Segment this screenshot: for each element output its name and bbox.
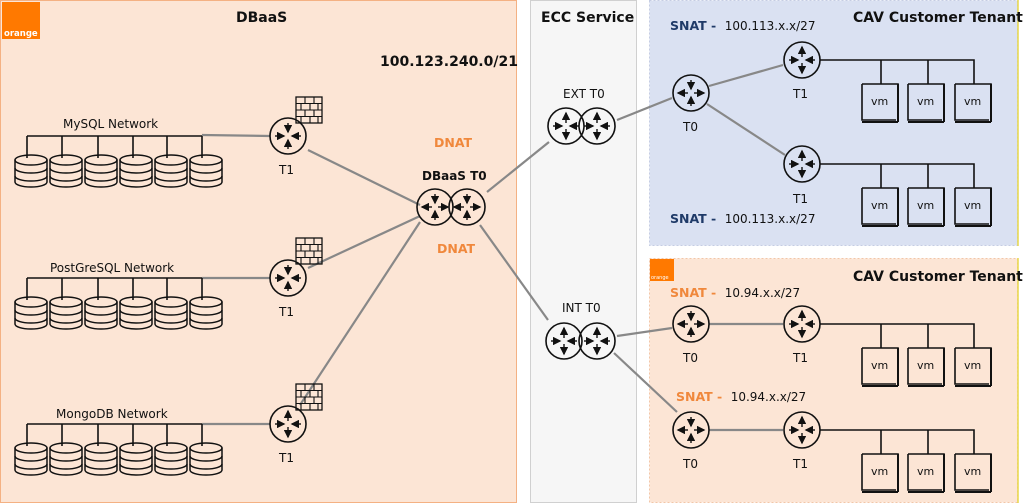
- tenant-bottom-t1-label-1: T1: [792, 351, 808, 365]
- dnat-top-label: DNAT: [434, 135, 473, 150]
- mongodb-t1-label: T1: [278, 451, 294, 465]
- vm-label: vm: [964, 359, 981, 372]
- dnat-bottom-label: DNAT: [437, 241, 476, 256]
- ecc-service-panel: [530, 0, 637, 503]
- orange-logo-tenant: orange: [650, 259, 674, 281]
- vm-label: vm: [871, 359, 888, 372]
- mongodb-network-label: MongoDB Network: [56, 407, 168, 421]
- ecc-title: ECC Service: [541, 10, 634, 26]
- vm-label: vm: [964, 465, 981, 478]
- vm-label: vm: [917, 199, 934, 212]
- tenant-top-t1-label-2: T1: [792, 192, 808, 206]
- svg-text:orange: orange: [651, 275, 669, 281]
- vm-label: vm: [917, 359, 934, 372]
- mongodb-network: MongoDB Network: [14, 407, 223, 476]
- dbaas-subnet: 100.123.240.0/21: [380, 54, 518, 70]
- links: [201, 63, 786, 432]
- mysql-network-label: MySQL Network: [63, 117, 158, 131]
- mysql-network: MySQL Network: [14, 117, 223, 188]
- dbaas-t0-label: DBaaS T0: [422, 169, 487, 183]
- int-t0-label: INT T0: [562, 301, 601, 315]
- dbaas-title: DBaaS: [236, 10, 287, 26]
- vm-label: vm: [964, 199, 981, 212]
- tenant-top-t1-label-1: T1: [792, 87, 808, 101]
- tenant-bottom-t1-label-2: T1: [792, 457, 808, 471]
- tenant-bottom-t0-label-2: T0: [682, 457, 698, 471]
- tenant-bottom-t0-label-1: T0: [682, 351, 698, 365]
- tenant-top-title: CAV Customer Tenant: [853, 10, 1023, 26]
- tenant-top-snat-1: SNAT - 100.113.x.x/27: [670, 17, 815, 34]
- tenant-top-t0-label: T0: [682, 120, 698, 134]
- orange-logo: orange: [2, 2, 40, 39]
- svg-text:orange: orange: [4, 29, 38, 39]
- tenant-top-snat-2: SNAT - 100.113.x.x/27: [670, 210, 815, 227]
- ext-t0-label: EXT T0: [563, 87, 605, 101]
- tenant-bottom-snat-1: SNAT - 10.94.x.x/27: [670, 284, 800, 301]
- vm-label: vm: [917, 95, 934, 108]
- tenant-bottom-snat-2: SNAT - 10.94.x.x/27: [676, 388, 806, 405]
- postgresql-t1-label: T1: [278, 305, 294, 319]
- vm-label: vm: [871, 465, 888, 478]
- mysql-t1-label: T1: [278, 163, 294, 177]
- vm-label: vm: [871, 199, 888, 212]
- dbaas-panel: [0, 0, 517, 503]
- vm-label: vm: [964, 95, 981, 108]
- postgresql-network-label: PostGreSQL Network: [50, 261, 174, 275]
- postgresql-network: PostGreSQL Network: [14, 261, 223, 330]
- vm-label: vm: [871, 95, 888, 108]
- tenant-top-panel: [649, 0, 1018, 246]
- vm-label: vm: [917, 465, 934, 478]
- tenant-bottom-title: CAV Customer Tenant: [853, 269, 1023, 285]
